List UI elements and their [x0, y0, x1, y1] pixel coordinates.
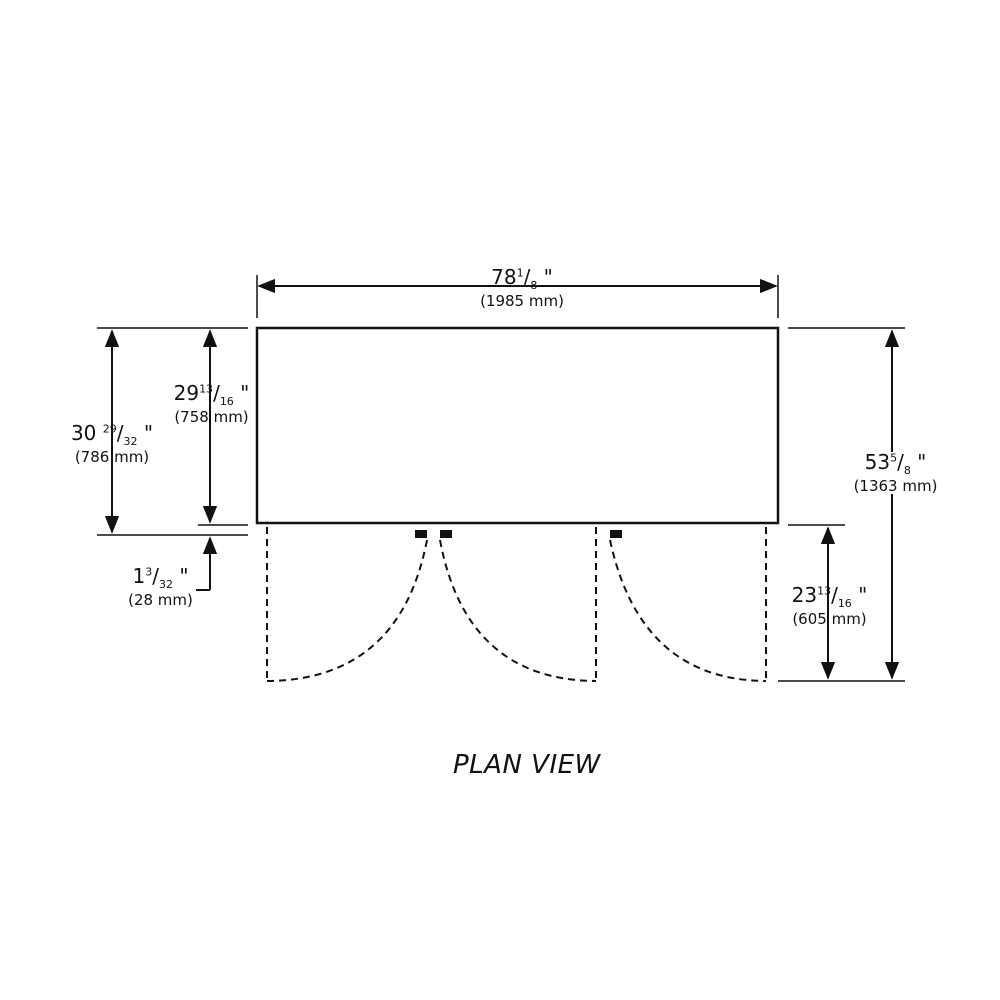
overall-num: 5 — [890, 451, 898, 465]
handle-whole: 1 — [132, 564, 146, 588]
cabinet-depth-mark: " — [240, 381, 250, 405]
page-title: PLAN VIEW — [453, 750, 601, 780]
handle-num: 3 — [145, 565, 153, 579]
width-metric: (1985 mm) — [480, 292, 564, 310]
cabinet-depth-label: 2913/16 " (758 mm) — [164, 383, 259, 425]
width-mark: " — [543, 265, 553, 289]
door-swing-num: 13 — [817, 584, 832, 598]
total-depth-num: 29 — [102, 422, 117, 436]
cabinet-depth-num: 13 — [199, 382, 214, 396]
total-depth-whole: 30 — [70, 421, 97, 445]
cabinet-depth-whole: 29 — [173, 381, 200, 405]
overall-den: 8 — [903, 464, 911, 477]
width-num: 1 — [516, 266, 524, 280]
total-depth-label: 30 29/32 " (786 mm) — [62, 423, 162, 465]
door-handle-center — [440, 530, 452, 538]
cabinet-outline — [255, 326, 780, 525]
overall-depth-label: 535/8 " (1363 mm) — [848, 452, 943, 494]
width-label: 781/8 " (1985 mm) — [467, 267, 577, 309]
door-swing-mark: " — [858, 583, 868, 607]
handle-label: 13/32 " (28 mm) — [118, 566, 203, 608]
door-handle-right — [610, 530, 622, 538]
cabinet-depth-den: 16 — [219, 395, 234, 408]
door-swings — [266, 527, 767, 682]
overall-metric: (1363 mm) — [853, 477, 938, 495]
total-depth-mark: " — [143, 421, 154, 445]
width-whole: 78 — [491, 265, 517, 289]
overall-mark: " — [917, 450, 927, 474]
total-depth-den: 32 — [123, 435, 138, 448]
door-swing-metric: (605 mm) — [792, 610, 867, 628]
cabinet-depth-metric: (758 mm) — [174, 408, 249, 426]
overall-whole: 53 — [864, 450, 891, 474]
door-handle-left — [415, 530, 427, 538]
handle-mark: " — [179, 564, 189, 588]
width-den: 8 — [530, 279, 538, 292]
handle-metric: (28 mm) — [128, 591, 193, 609]
door-swing-den: 16 — [837, 597, 852, 610]
extension-lines — [97, 275, 905, 682]
total-depth-metric: (786 mm) — [74, 448, 150, 466]
dimension-lines — [104, 278, 900, 680]
door-swing-label: 2313/16 " (605 mm) — [782, 585, 877, 627]
door-swing-whole: 23 — [791, 583, 818, 607]
handle-den: 32 — [158, 578, 173, 591]
